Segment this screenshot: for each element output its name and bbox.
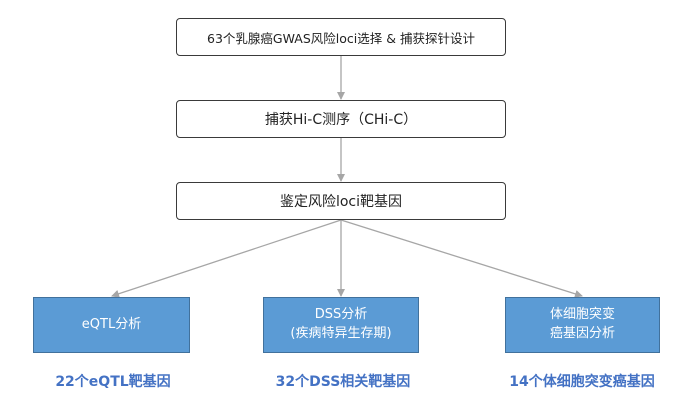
- result-dss-genes: 32个DSS相关靶基因: [275, 374, 411, 390]
- step-label: 鉴定风险loci靶基因: [279, 194, 403, 210]
- analysis-box-dss: DSS分析 (疾病特异生存期): [263, 297, 419, 353]
- result-eqtl-genes: 22个eQTL靶基因: [55, 374, 171, 390]
- step-box-chic-sequencing: 捕获Hi-C测序（CHi-C）: [176, 100, 506, 138]
- step-box-target-gene-identification: 鉴定风险loci靶基因: [176, 182, 506, 220]
- analysis-label: 体细胞突变: [549, 307, 615, 323]
- analysis-box-somatic-mutation: 体细胞突变 癌基因分析: [505, 297, 660, 353]
- analysis-label: eQTL分析: [81, 316, 142, 332]
- analysis-box-eqtl: eQTL分析: [33, 297, 190, 353]
- step-label: 捕获Hi-C测序（CHi-C）: [264, 112, 418, 128]
- analysis-sublabel: (疾病特异生存期): [290, 326, 392, 341]
- step-label: 63个乳腺癌GWAS风险loci选择 & 捕获探针设计: [207, 30, 475, 46]
- arrow-step3-to-analysis1: [111, 219, 342, 298]
- analysis-sublabel: 癌基因分析: [549, 326, 615, 341]
- arrow-step3-to-analysis3: [340, 219, 583, 298]
- result-somatic-cancer-genes: 14个体细胞突变癌基因: [509, 374, 655, 390]
- analysis-label: DSS分析: [314, 307, 368, 323]
- step-box-loci-selection: 63个乳腺癌GWAS风险loci选择 & 捕获探针设计: [176, 18, 506, 56]
